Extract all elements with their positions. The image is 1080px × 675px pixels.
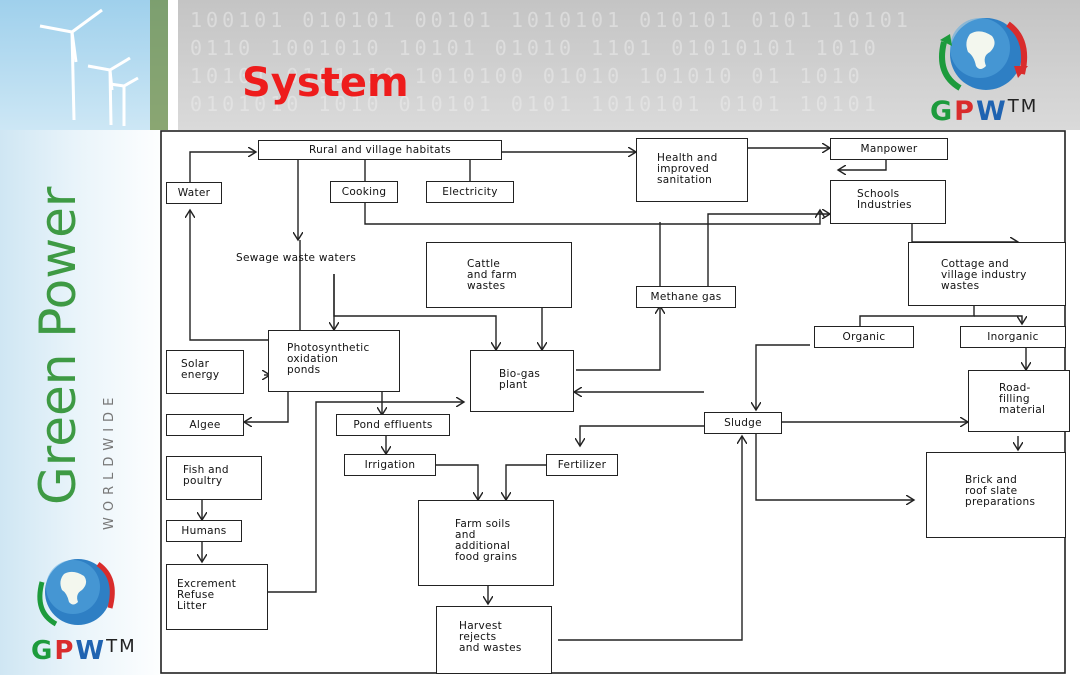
node-electricity: Electricity [426, 181, 514, 203]
binary-pattern: 100101 010101 00101 1010101 010101 0101 … [190, 8, 912, 116]
node-health-sanitation: Health and improved sanitation [636, 138, 748, 202]
node-fish-poultry: Fish and poultry [166, 456, 262, 500]
node-rural-habitats: Rural and village habitats [258, 140, 502, 160]
node-humans: Humans [166, 520, 242, 542]
node-cooking: Cooking [330, 181, 398, 203]
node-organic: Organic [814, 326, 914, 348]
brand-name: Green Power [29, 187, 87, 505]
node-excrement-refuse: Excrement Refuse Litter [166, 564, 268, 630]
node-farm-soils: Farm soils and additional food grains [418, 500, 554, 586]
globe-logo-side-icon [37, 559, 115, 627]
gpw-logo-text-side: GPWTM [31, 636, 137, 666]
node-schools-industries: Schools Industries [830, 180, 946, 224]
node-algae: Algee [166, 414, 244, 436]
node-cattle-farm-wastes: Cattle and farm wastes [426, 242, 572, 308]
biogas-system-diagram: Rural and village habitats Health and im… [160, 130, 1070, 675]
wind-turbines-image [0, 0, 168, 130]
node-fertilizer: Fertilizer [546, 454, 618, 476]
node-harvest-rejects: Harvest rejects and wastes [436, 606, 552, 674]
slide-title: System [242, 60, 409, 106]
node-irrigation: Irrigation [344, 454, 436, 476]
diagram-connectors [160, 130, 1066, 674]
node-road-filling-material: Road- filling material [968, 370, 1070, 432]
node-sludge: Sludge [704, 412, 782, 434]
node-cottage-industry-wastes-box: Cottage and village industry wastes [908, 242, 1066, 306]
node-inorganic: Inorganic [960, 326, 1066, 348]
node-solar-energy: Solar energy [166, 350, 244, 394]
node-sewage-waste-waters: Sewage waste waters [236, 252, 357, 264]
node-photosynthetic-ponds: Photosynthetic oxidation ponds [268, 330, 400, 392]
node-manpower: Manpower [830, 138, 948, 160]
node-pond-effluents: Pond effluents [336, 414, 450, 436]
node-water: Water [166, 182, 222, 204]
node-brick-roof-slate: Brick and roof slate preparations [926, 452, 1066, 538]
node-biogas-plant: Bio-gas plant [470, 350, 574, 412]
globe-logo-icon [939, 18, 1028, 91]
wind-turbine-icon [39, 0, 168, 130]
brand-subtitle: WORLDWIDE [102, 391, 117, 530]
node-methane-gas: Methane gas [636, 286, 736, 308]
header-banner [178, 0, 1080, 130]
gpw-logo-text-top: GPWTM [930, 96, 1039, 127]
